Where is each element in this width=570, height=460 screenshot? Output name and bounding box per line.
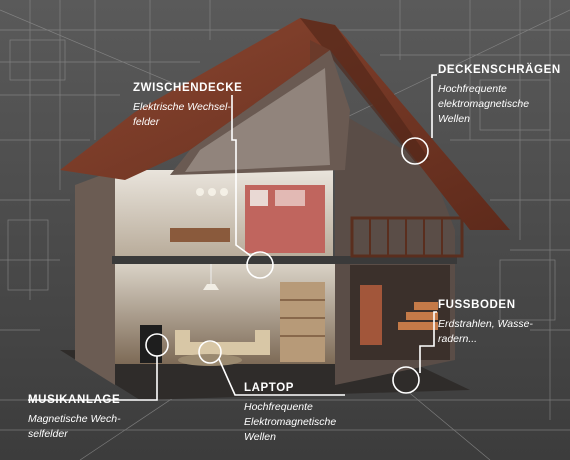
callout-description: Hochfrequente Elektromagnetische Wellen [244,401,337,443]
callout-title: DECKENSCHRÄGEN [438,64,561,76]
door [360,285,382,345]
callout-title: LAPTOP [244,382,295,394]
callout-description: Hochfrequente elektromagnetische Wellen [438,83,530,125]
callout-description: Erdstrahlen, Wasse- radern... [438,318,533,345]
rug [178,354,242,366]
zwischendecke-marker [246,251,274,279]
callout-zwischendecke: ZWISCHENDECKE Elektrische Wechsel- felde… [133,82,242,130]
pendant-lamps [196,188,228,196]
stairs [398,302,438,330]
callout-title: ZWISCHENDECKE [133,82,243,94]
callout-deckenschraegen: DECKENSCHRÄGEN Hochfrequente elektromagn… [438,64,561,127]
speaker [140,325,162,363]
ceiling-lamp [203,284,219,290]
dining-table [170,228,230,242]
roof [60,18,510,230]
gable-wall [170,50,350,175]
callout-description: Magnetische Wech- selfelder [28,413,121,440]
floor-slab [112,256,457,264]
laptop-marker [198,340,222,364]
callout-title: FUSSBODEN [438,299,516,311]
deckenschraegen-marker [401,137,429,165]
callout-leader-lines [28,74,437,401]
callout-fussboden: FUSSBODEN Erdstrahlen, Wasse- radern... [438,299,533,347]
callout-title: MUSIKANLAGE [28,394,121,406]
callout-laptop: LAPTOP Hochfrequente Elektromagnetische … [244,382,336,445]
left-wall [75,170,115,385]
callout-musikanlage: MUSIKANLAGE Magnetische Wech- selfelder [28,394,121,442]
fussboden-marker [392,366,420,394]
callout-description: Elektrische Wechsel- felder [133,101,231,128]
bookshelf [280,282,325,362]
